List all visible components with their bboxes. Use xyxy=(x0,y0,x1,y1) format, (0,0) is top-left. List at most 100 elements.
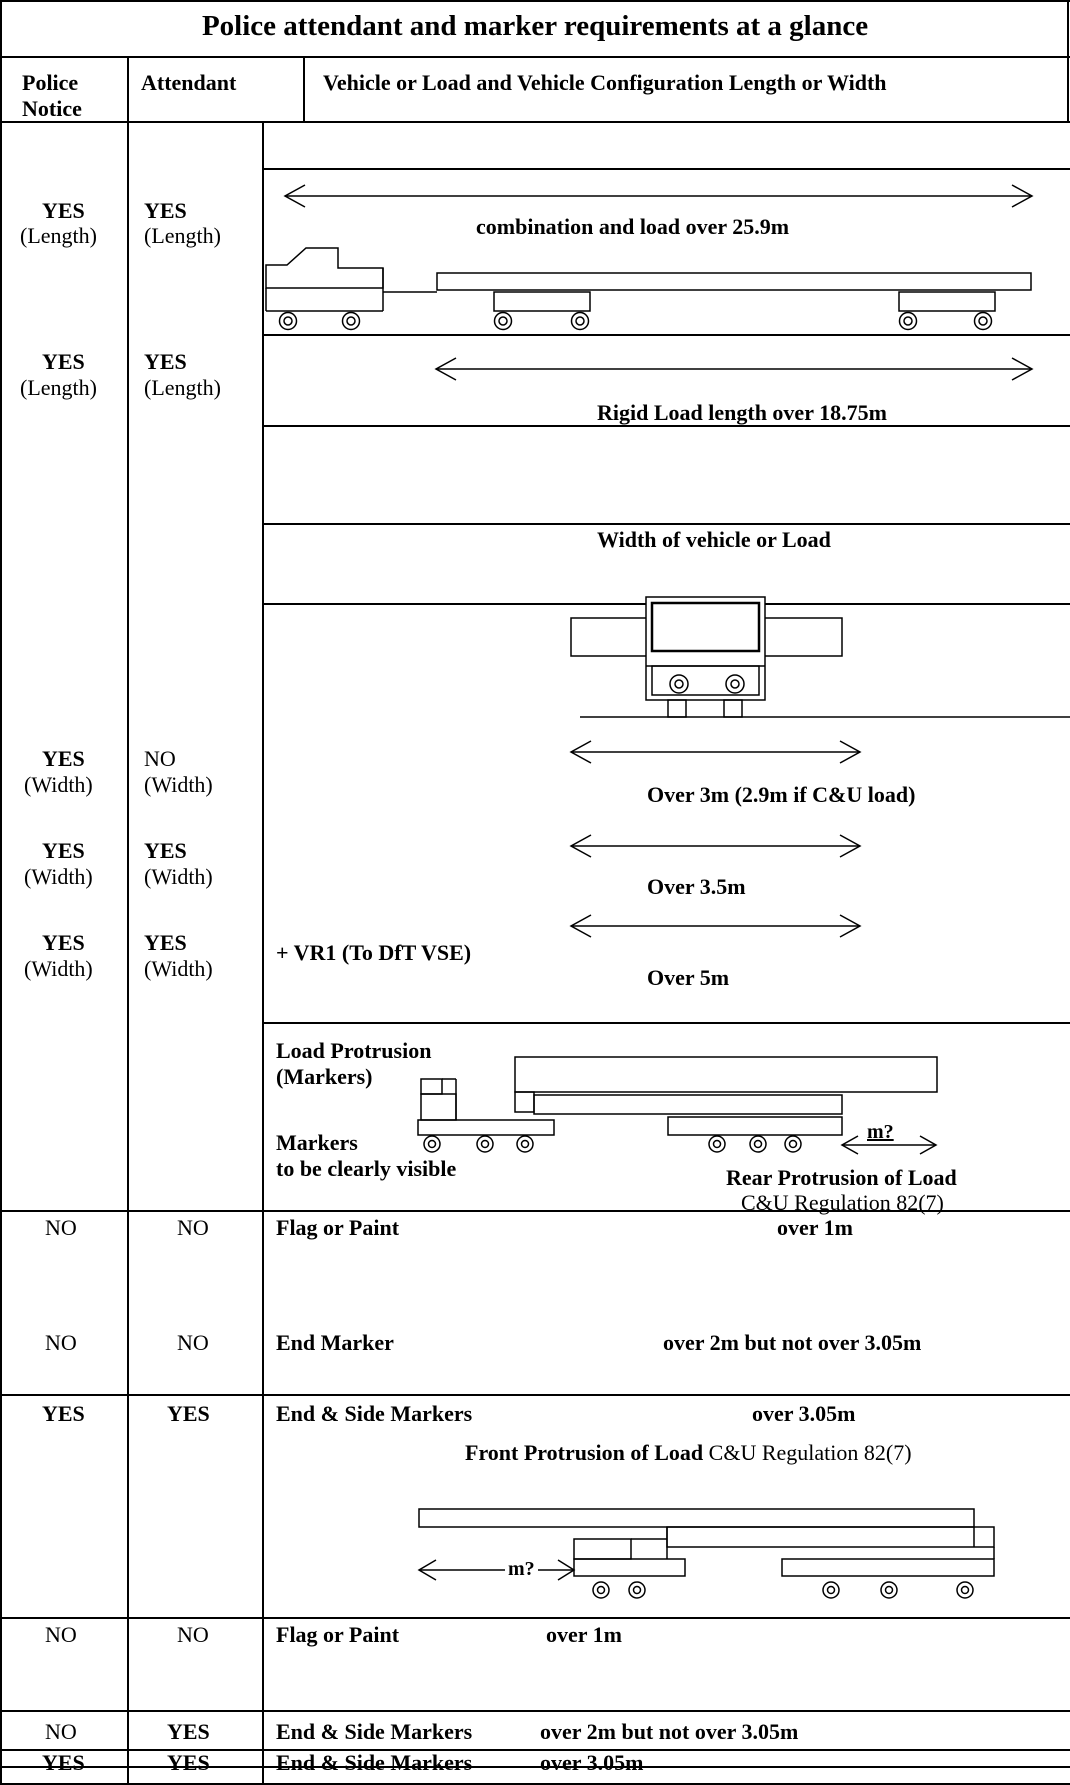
width-2-attendant: YES xyxy=(144,838,187,863)
width-1-label: Over 3m (2.9m if C&U load) xyxy=(647,782,916,807)
length-1-police: YES xyxy=(42,198,85,223)
width-1-attendant-sub: (Width) xyxy=(144,772,213,797)
front-1-marker: Flag or Paint xyxy=(276,1622,400,1647)
front-protrusion-wheels xyxy=(592,1581,974,1599)
front-1-police: NO xyxy=(45,1622,77,1647)
rule-full-5 xyxy=(0,1749,1070,1751)
width-2-label: Over 3.5m xyxy=(647,874,746,899)
front-protrusion-vehicle-icon xyxy=(417,1508,995,1599)
rear-2-police: NO xyxy=(45,1330,77,1355)
rule-full-2 xyxy=(0,1394,1070,1396)
rear-2-attendant: NO xyxy=(177,1330,209,1355)
rear-1-police: NO xyxy=(45,1215,77,1240)
rule-c3 xyxy=(262,425,1070,427)
width-2-police: YES xyxy=(42,838,85,863)
header-configuration: Vehicle or Load and Vehicle Configuratio… xyxy=(323,70,887,95)
rear-2-condition: over 2m but not over 3.05m xyxy=(663,1330,922,1355)
front-1-condition: over 1m xyxy=(546,1622,622,1647)
col-divider-2 xyxy=(262,123,264,1785)
rear-markers-2: to be clearly visible xyxy=(276,1156,457,1181)
header-police-notice-1: Police xyxy=(22,70,79,95)
combination-wheels xyxy=(278,311,993,331)
rule-full-3 xyxy=(0,1617,1070,1619)
arrow-width-3-5m xyxy=(569,834,862,858)
rear-protrusion-vehicle-icon xyxy=(417,1056,938,1155)
rear-3-attendant: YES xyxy=(167,1401,210,1426)
width-2-police-sub: (Width) xyxy=(24,864,93,889)
width-3-police: YES xyxy=(42,930,85,955)
width-1-attendant: NO xyxy=(144,746,176,771)
rear-label-1: Load Protrusion xyxy=(276,1038,432,1063)
width-3-label: Over 5m xyxy=(647,965,730,990)
rule-header xyxy=(0,121,1070,123)
rear-markers-1: Markers xyxy=(276,1130,358,1155)
rear-2-marker: End Marker xyxy=(276,1330,394,1355)
front-3-condition: over 3.05m xyxy=(540,1750,644,1775)
rule-title xyxy=(0,56,1070,58)
length-1-police-sub: (Length) xyxy=(20,223,97,248)
border-right xyxy=(1067,0,1069,123)
length-2-label: Rigid Load length over 18.75m xyxy=(597,400,887,425)
width-3-police-sub: (Width) xyxy=(24,956,93,981)
rear-measure: m? xyxy=(867,1121,894,1143)
front-2-attendant: YES xyxy=(167,1719,210,1744)
border-left xyxy=(0,0,2,1785)
width-3-attendant: YES xyxy=(144,930,187,955)
length-2-attendant: YES xyxy=(144,349,187,374)
width-3-note: + VR1 (To DfT VSE) xyxy=(276,940,472,965)
length-1-label: combination and load over 25.9m xyxy=(476,214,790,239)
length-1-attendant: YES xyxy=(144,198,187,223)
rear-1-attendant: NO xyxy=(177,1215,209,1240)
front-2-condition: over 2m but not over 3.05m xyxy=(540,1719,799,1744)
front-3-attendant: YES xyxy=(167,1750,210,1775)
rear-3-marker: End & Side Markers xyxy=(276,1401,473,1426)
col-divider-header xyxy=(303,56,305,123)
front-3-police: YES xyxy=(42,1750,85,1775)
col-divider-1 xyxy=(127,56,129,1785)
front-protrusion-arrow xyxy=(417,1559,576,1581)
border-bottom xyxy=(0,1783,1070,1785)
rear-3-police: YES xyxy=(42,1401,85,1426)
front-heading: Front Protrusion of Load C&U Regulation … xyxy=(465,1440,912,1465)
rule-full-1 xyxy=(0,1210,1070,1212)
rear-label-2: (Markers) xyxy=(276,1064,373,1089)
front-measure: m? xyxy=(508,1558,535,1580)
vehicle-front-view-icon xyxy=(570,596,1070,718)
combination-vehicle-icon xyxy=(265,247,1032,331)
front-2-marker: End & Side Markers xyxy=(276,1719,473,1744)
width-1-police-sub: (Width) xyxy=(24,772,93,797)
width-3-attendant-sub: (Width) xyxy=(144,956,213,981)
front-regulation: C&U Regulation 82(7) xyxy=(708,1440,912,1465)
front-1-attendant: NO xyxy=(177,1622,209,1647)
length-2-police: YES xyxy=(42,349,85,374)
rear-regulation: C&U Regulation 82(7) xyxy=(741,1190,944,1215)
rear-protrusion-arrow xyxy=(840,1135,938,1155)
arrow-combination-length xyxy=(283,184,1034,208)
rear-protrusion-wheels xyxy=(423,1135,802,1153)
arrow-width-3m xyxy=(569,740,862,764)
length-1-attendant-sub: (Length) xyxy=(144,223,221,248)
front-3-marker: End & Side Markers xyxy=(276,1750,473,1775)
rule-c6 xyxy=(262,1022,1070,1024)
arrow-width-5m xyxy=(569,914,862,938)
border-top xyxy=(0,0,1070,2)
length-2-police-sub: (Length) xyxy=(20,375,97,400)
front-title: Front Protrusion of Load xyxy=(465,1440,704,1465)
rear-1-marker: Flag or Paint xyxy=(276,1215,400,1240)
rule-c1 xyxy=(262,168,1070,170)
width-1-police: YES xyxy=(42,746,85,771)
arrow-rigid-load-length xyxy=(434,357,1034,381)
front-2-police: NO xyxy=(45,1719,77,1744)
page-title: Police attendant and marker requirements… xyxy=(201,10,869,42)
header-attendant: Attendant xyxy=(141,70,237,95)
rear-title: Rear Protrusion of Load xyxy=(726,1165,957,1190)
rule-full-4 xyxy=(0,1710,1070,1712)
header-police-notice-2: Notice xyxy=(22,96,82,121)
rule-c4 xyxy=(262,523,1070,525)
rule-full-6 xyxy=(0,1766,1070,1768)
width-heading: Width of vehicle or Load xyxy=(597,527,831,552)
length-2-attendant-sub: (Length) xyxy=(144,375,221,400)
rear-1-condition: over 1m xyxy=(777,1215,853,1240)
